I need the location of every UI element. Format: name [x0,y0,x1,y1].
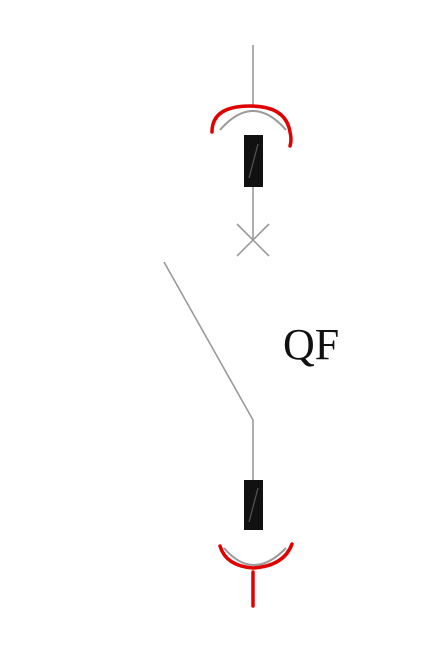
upper-fuse-icon [244,135,263,187]
lower-plug-in-contact-icon [218,542,294,608]
breaker-label: QF [283,320,339,369]
x-mark-icon [236,223,270,257]
upper-annotation-mark [210,104,293,148]
breaker-switch-icon [163,261,254,421]
upper-plug-in-contact-icon [210,104,293,148]
lower-fuse-icon [244,480,263,530]
lower-annotation-mark [218,542,294,570]
